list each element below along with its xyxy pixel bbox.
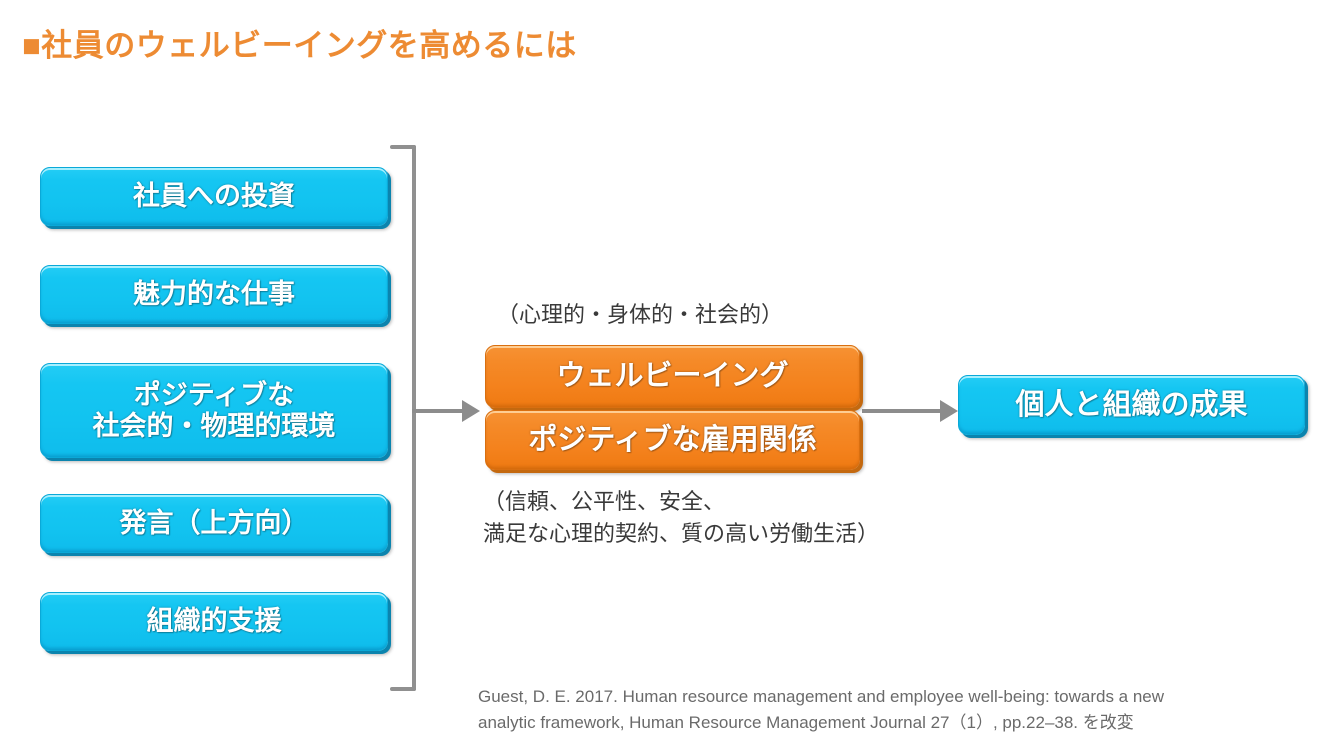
center-box-wellbeing: ウェルビーイング — [485, 345, 860, 408]
input-box-voice: 発言（上方向） — [40, 494, 388, 553]
arrow-inputs-to-wellbeing — [412, 400, 480, 422]
page-title: ■社員のウェルビーイングを高めるには — [22, 28, 577, 63]
bracket-top-arm — [390, 145, 416, 149]
caption-wellbeing-dimensions: （心理的・身体的・社会的） — [497, 303, 784, 328]
input-box-organizational-support: 組織的支援 — [40, 592, 388, 651]
arrow-shaft — [412, 409, 466, 413]
group-bracket — [388, 145, 416, 691]
arrow-head-icon — [462, 400, 480, 422]
bracket-spine — [412, 145, 416, 691]
arrow-shaft — [862, 409, 942, 413]
arrow-head-icon — [940, 400, 958, 422]
arrow-wellbeing-to-outcomes — [862, 400, 958, 422]
caption-employment-relations-attributes: （信頼、公平性、安全、 満足な心理的契約、質の高い労働生活） — [483, 490, 880, 547]
input-box-attractive-work: 魅力的な仕事 — [40, 265, 388, 324]
input-box-positive-environment: ポジティブな 社会的・物理的環境 — [40, 363, 388, 458]
output-box-individual-and-organizational-outcomes: 個人と組織の成果 — [958, 375, 1305, 435]
center-box-positive-employment-relations: ポジティブな雇用関係 — [485, 410, 860, 470]
source-citation: Guest, D. E. 2017. Human resource manage… — [478, 687, 1165, 732]
bracket-bottom-arm — [390, 687, 416, 691]
input-box-investment: 社員への投資 — [40, 167, 388, 226]
